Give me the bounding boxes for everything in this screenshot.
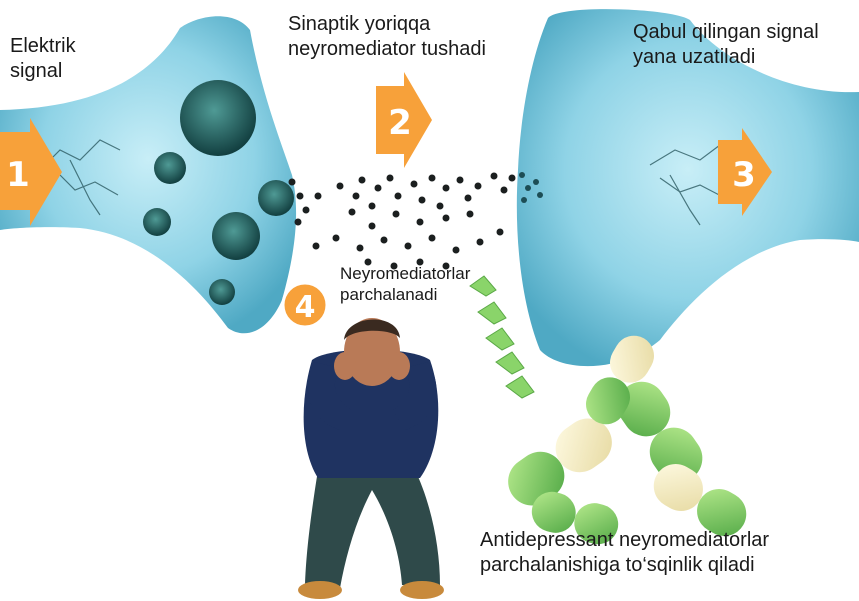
- label-antidepressant-effect: Antidepressant neyromediatorlar parchala…: [480, 528, 769, 578]
- molecule-icon: [405, 243, 412, 250]
- molecule-icon: [453, 247, 460, 254]
- molecule-icon: [475, 183, 482, 190]
- molecule-icon: [369, 223, 376, 230]
- molecule-icon: [465, 195, 472, 202]
- molecule-icon: [337, 183, 344, 190]
- molecule-icon: [429, 175, 436, 182]
- green-arrow-icon: [486, 328, 514, 350]
- molecule-icon: [477, 239, 484, 246]
- green-arrows: [470, 276, 534, 398]
- step-2-number: 2: [388, 103, 412, 143]
- molecule-icon: [443, 185, 450, 192]
- molecule-icon: [359, 177, 366, 184]
- molecule-icon: [429, 235, 436, 242]
- vesicle-icon: [154, 152, 186, 184]
- molecule-icon: [491, 173, 498, 180]
- molecule-icon: [353, 193, 360, 200]
- molecule-icon: [349, 209, 356, 216]
- label-neurotransmitter-released: Sinaptik yoriqqa neyromediator tushadi: [288, 12, 486, 62]
- vesicle-icon: [258, 180, 294, 216]
- neurotransmitter-molecules: [289, 173, 516, 270]
- molecule-icon: [419, 197, 426, 204]
- step-3-number: 3: [732, 155, 756, 195]
- step-2-arrow: 2: [376, 72, 432, 168]
- label-line: neyromediator tushadi: [288, 37, 486, 62]
- molecule-icon: [381, 237, 388, 244]
- step-4-number: 4: [295, 290, 316, 325]
- label-electric-signal: Elektrik signal: [10, 34, 76, 84]
- molecule-icon: [395, 193, 402, 200]
- step-4-badge: 4: [283, 283, 327, 327]
- molecule-icon: [295, 219, 302, 226]
- molecule-icon: [443, 215, 450, 222]
- molecule-icon: [509, 175, 516, 182]
- vesicle-icon: [180, 80, 256, 156]
- green-arrow-icon: [496, 352, 524, 374]
- molecule-icon: [315, 193, 322, 200]
- person-legs: [305, 468, 440, 588]
- molecule-icon: [333, 235, 340, 242]
- molecule-icon: [313, 243, 320, 250]
- molecule-icon: [387, 175, 394, 182]
- capsules: [499, 328, 755, 548]
- person-icon: [298, 318, 444, 599]
- molecule-icon: [393, 211, 400, 218]
- label-line: parchalanadi: [340, 284, 470, 305]
- label-line: Qabul qilingan signal: [633, 20, 819, 45]
- molecule-icon: [303, 207, 310, 214]
- molecule-icon: [437, 203, 444, 210]
- vesicle-icon: [209, 279, 235, 305]
- person-shoe-right: [400, 581, 444, 599]
- green-arrow-icon: [506, 376, 534, 398]
- molecule-icon: [369, 203, 376, 210]
- label-line: parchalanishiga to‘sqinlik qiladi: [480, 553, 769, 578]
- vesicle-icon: [143, 208, 171, 236]
- label-line: Antidepressant neyromediatorlar: [480, 528, 769, 553]
- molecule-icon: [289, 179, 296, 186]
- person-hand-right: [388, 352, 410, 380]
- step-1-number: 1: [6, 155, 30, 195]
- label-line: yana uzatiladi: [633, 45, 819, 70]
- molecule-icon: [417, 219, 424, 226]
- molecule-icon: [357, 245, 364, 252]
- molecule-icon: [297, 193, 304, 200]
- label-line: Elektrik: [10, 34, 76, 59]
- molecule-icon: [375, 185, 382, 192]
- vesicle-icon: [212, 212, 260, 260]
- label-line: Neyromediatorlar: [340, 263, 470, 284]
- green-arrow-icon: [470, 276, 496, 296]
- person-hand-left: [334, 352, 356, 380]
- label-line: signal: [10, 59, 76, 84]
- molecule-icon: [497, 229, 504, 236]
- label-signal-received: Qabul qilingan signal yana uzatiladi: [633, 20, 819, 70]
- molecule-icon: [501, 187, 508, 194]
- green-arrow-icon: [478, 302, 506, 324]
- label-neurotransmitters-broken-down: Neyromediatorlar parchalanadi: [340, 263, 470, 306]
- molecule-icon: [457, 177, 464, 184]
- molecule-icon: [467, 211, 474, 218]
- molecule-icon: [411, 181, 418, 188]
- person-shoe-left: [298, 581, 342, 599]
- label-line: Sinaptik yoriqqa: [288, 12, 486, 37]
